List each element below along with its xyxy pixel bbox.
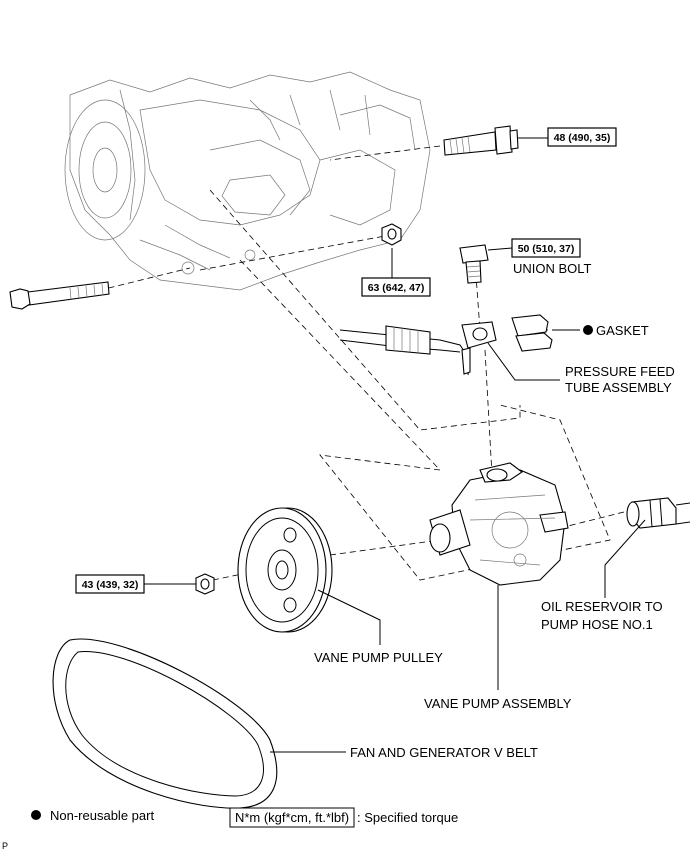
- legend-specified-torque: : Specified torque: [357, 810, 458, 825]
- gasket-pair: [511, 314, 553, 352]
- v-belt: [52, 638, 278, 809]
- legend: Non-reusable part N*m (kgf*cm, ft.*lbf) …: [31, 807, 458, 828]
- vane-pump: [429, 462, 569, 586]
- label-pressure-feed-line2: TUBE ASSEMBLY: [565, 380, 672, 395]
- oil-reservoir-hose: [626, 497, 690, 529]
- legend-non-reusable: Non-reusable part: [50, 808, 154, 823]
- legend-torque-unit: N*m (kgf*cm, ft.*lbf): [235, 810, 349, 825]
- torque-box-pulley-nut: 43 (439, 32): [75, 574, 145, 594]
- label-union-bolt: UNION BOLT: [513, 261, 592, 276]
- label-oil-reservoir-line2: PUMP HOSE NO.1: [541, 617, 653, 632]
- torque-box-bolt-top: 48 (490, 35): [547, 127, 617, 147]
- torque-value: 43 (439, 32): [82, 579, 139, 591]
- bolt-long: [9, 281, 110, 310]
- torque-box-union-bolt: 50 (510, 37): [511, 238, 581, 258]
- label-v-belt: FAN AND GENERATOR V BELT: [350, 745, 538, 760]
- torque-value: 63 (642, 47): [368, 282, 425, 294]
- leader-lines: [144, 137, 646, 753]
- torque-value: 50 (510, 37): [518, 243, 575, 255]
- engine-block-illustration: [64, 71, 431, 291]
- bolt-top: [443, 125, 519, 156]
- label-vane-pump-assembly: VANE PUMP ASSEMBLY: [424, 696, 572, 711]
- label-pressure-feed-line1: PRESSURE FEED: [565, 364, 675, 379]
- label-vane-pump-pulley: VANE PUMP PULLEY: [314, 650, 443, 665]
- vane-pump-pulley: [237, 507, 333, 633]
- pressure-feed-tube: [339, 321, 497, 376]
- legend-dot-icon: [31, 810, 41, 820]
- label-gasket: GASKET: [596, 323, 649, 338]
- label-oil-reservoir-line1: OIL RESERVOIR TO: [541, 599, 663, 614]
- pulley-nut: [195, 573, 215, 595]
- nut: [381, 223, 402, 246]
- torque-value: 48 (490, 35): [554, 132, 611, 144]
- torque-box-nut: 63 (642, 47): [361, 277, 431, 297]
- non-reusable-dot-icon: [583, 325, 593, 335]
- union-bolt: [459, 244, 489, 284]
- corner-mark: P: [2, 841, 8, 851]
